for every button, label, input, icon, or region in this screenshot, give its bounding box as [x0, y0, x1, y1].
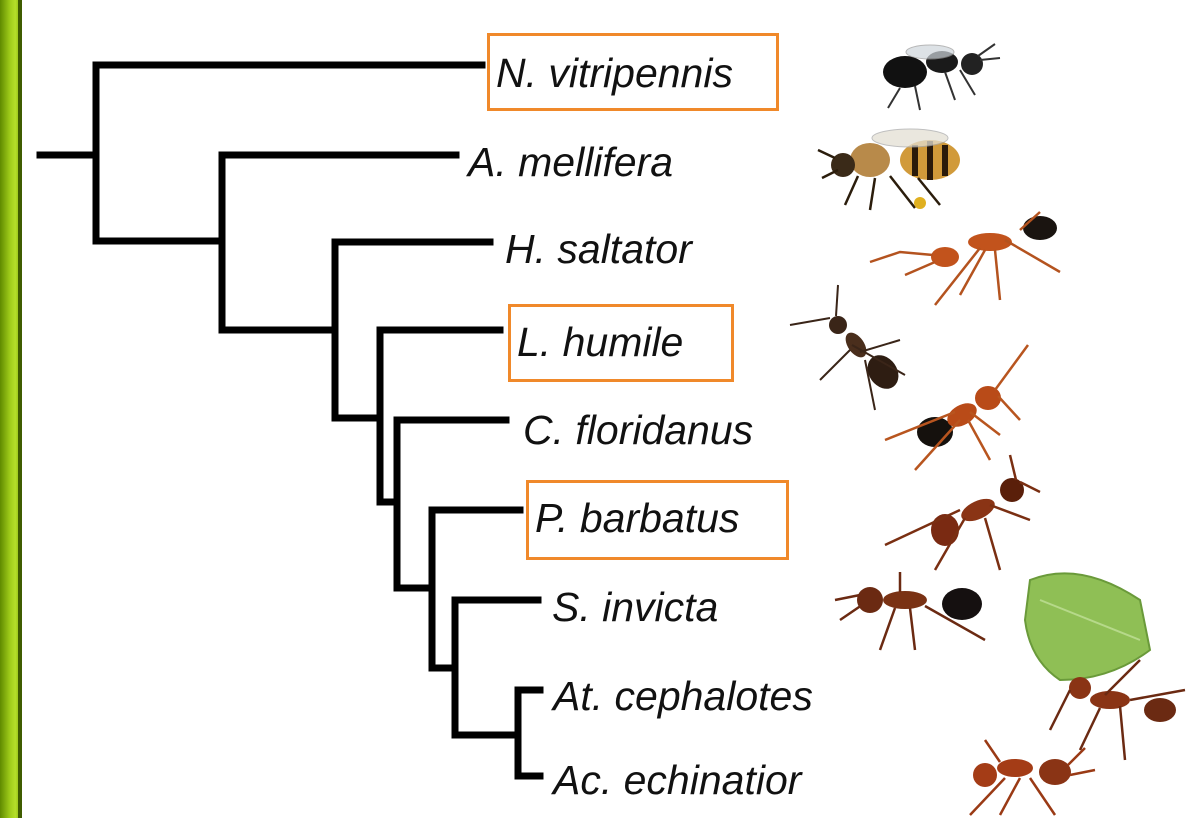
ant-icon-lhum — [790, 285, 905, 410]
ant-icon-sinv — [835, 572, 985, 650]
ant-icon-hsal — [870, 212, 1060, 305]
honeybee-icon — [818, 129, 960, 210]
ant-icon-aech — [970, 740, 1095, 815]
wasp-icon — [883, 44, 1000, 110]
leafcutter-ant-icon — [1025, 573, 1185, 760]
ant-icon-cflo — [885, 345, 1028, 470]
ant-icon-pbar — [885, 455, 1040, 570]
